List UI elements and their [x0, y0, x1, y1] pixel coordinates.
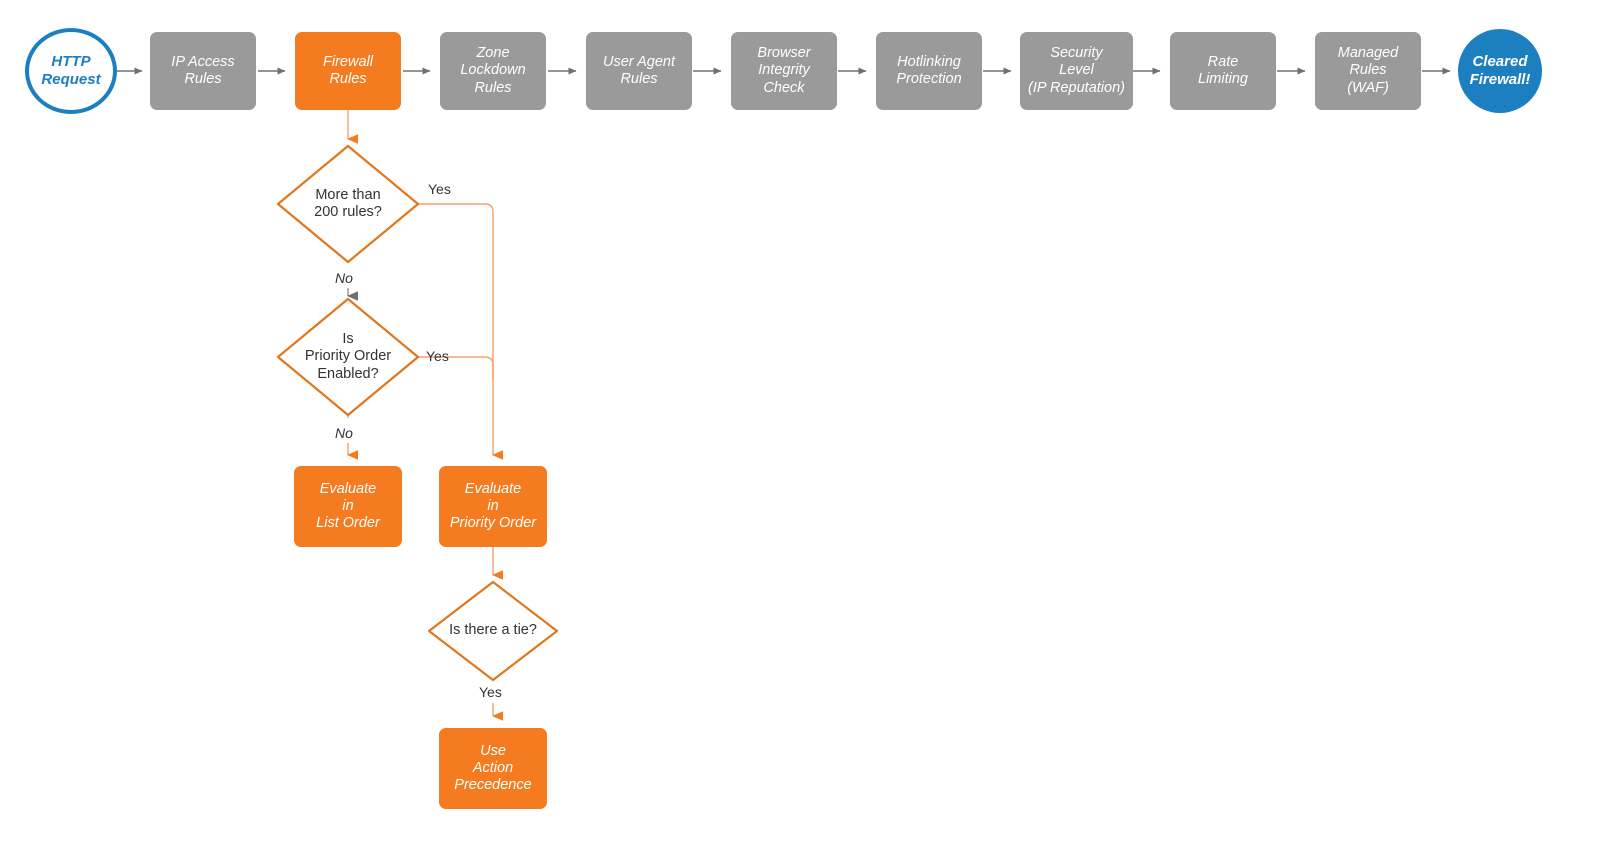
edge-label-yes-200-rules: Yes	[428, 181, 451, 197]
node-http-request[interactable]: HTTP Request	[25, 28, 117, 114]
label-more-than-200-rules: More than 200 rules?	[314, 186, 382, 220]
node-user-agent-rules[interactable]: User Agent Rules	[586, 32, 692, 110]
node-firewall-rules[interactable]: Firewall Rules	[295, 32, 401, 110]
node-use-action-precedence[interactable]: Use Action Precedence	[439, 728, 547, 809]
node-cleared-firewall[interactable]: Cleared Firewall!	[1458, 29, 1542, 113]
node-security-level[interactable]: Security Level (IP Reputation)	[1020, 32, 1133, 110]
label-is-there-a-tie: Is there a tie?	[449, 622, 537, 639]
node-browser-integrity-check[interactable]: Browser Integrity Check	[731, 32, 837, 110]
diamond-is-there-a-tie	[427, 580, 559, 682]
edge-label-yes-priority-order: Yes	[426, 348, 449, 364]
diamond-is-priority-order-enabled	[276, 297, 420, 417]
node-evaluate-in-list-order[interactable]: Evaluate in List Order	[294, 466, 402, 547]
node-ip-access-rules[interactable]: IP Access Rules	[150, 32, 256, 110]
label-is-priority-order-enabled: Is Priority Order Enabled?	[304, 330, 392, 382]
node-hotlinking-protection[interactable]: Hotlinking Protection	[876, 32, 982, 110]
edge-label-no-priority-order: No	[335, 425, 353, 441]
edge-label-yes-tie: Yes	[479, 684, 502, 700]
node-evaluate-in-priority-order[interactable]: Evaluate in Priority Order	[439, 466, 547, 547]
node-rate-limiting[interactable]: Rate Limiting	[1170, 32, 1276, 110]
edge-200rules-yes	[418, 203, 503, 460]
node-zone-lockdown-rules[interactable]: Zone Lockdown Rules	[440, 32, 546, 110]
node-managed-rules-waf[interactable]: Managed Rules (WAF)	[1315, 32, 1421, 110]
edge-label-no-200-rules: No	[335, 270, 353, 286]
edge-priorityorder-yes	[418, 356, 494, 380]
diamond-more-than-200-rules	[276, 144, 420, 264]
